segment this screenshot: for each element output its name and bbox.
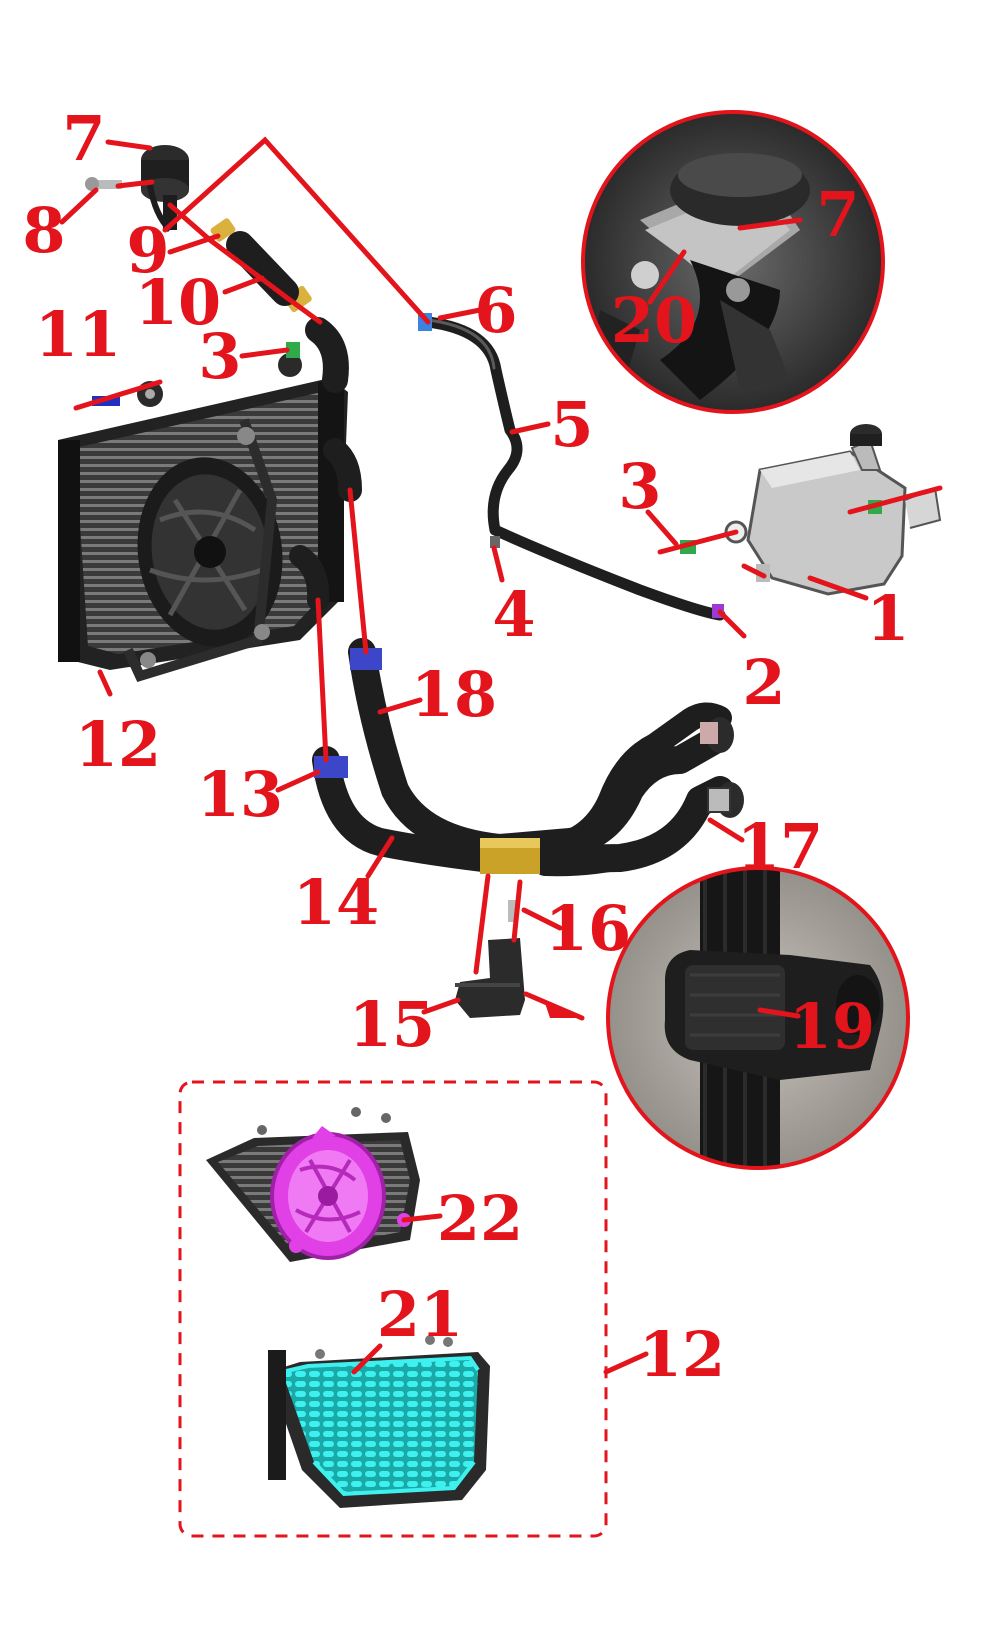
hose-bracket-15	[455, 900, 525, 1018]
callout-10-hose: 10	[135, 266, 221, 339]
cooling-fan	[123, 418, 283, 683]
callout-22-fan: 22	[437, 1182, 523, 1255]
callout-7-filler-cap: 7	[62, 102, 105, 175]
callout-12-radiator: 12	[75, 708, 161, 781]
clamp-18	[350, 648, 382, 670]
callout-6-clip: 6	[474, 274, 517, 347]
callout-labels: 7 8 9 10 11 3 6 5 3 4 1 2 12 18 13 17 14…	[22, 102, 909, 1391]
detail-photo-rubber-pad	[606, 866, 910, 1170]
leader-lines	[59, 136, 943, 1021]
callout-8-bolt: 8	[22, 194, 65, 267]
upper-radiator-hose	[305, 317, 349, 393]
callout-20-bracket: 20	[611, 284, 697, 357]
short-hose-10	[226, 231, 299, 306]
lower-hose-assembly	[312, 638, 744, 877]
detail-photo-filler-bracket	[581, 110, 885, 414]
radiator-with-fan-22	[206, 1107, 443, 1262]
left-radiator-outlet-hose	[323, 438, 362, 502]
callout-12-subassembly: 12	[639, 1318, 725, 1391]
left-lower-radiator-hose	[289, 545, 330, 611]
callout-3-grommet-radiator: 3	[198, 320, 241, 393]
callout-11-bolt: 11	[35, 298, 121, 371]
callout-2-clip: 2	[742, 646, 785, 719]
callout-1-reservoir: 1	[866, 582, 909, 655]
callout-3-grommet-reservoir: 3	[618, 450, 661, 523]
callout-13-clamp: 13	[197, 758, 283, 831]
hose-clip-4	[490, 536, 500, 548]
callout-16-bolt: 16	[545, 892, 631, 965]
grommet-3-radiator	[286, 342, 300, 358]
breather-bolt	[85, 177, 122, 191]
callout-15-bracket: 15	[349, 988, 435, 1061]
callout-17-clamp: 17	[737, 810, 823, 883]
radiator-subassembly-box	[178, 1080, 608, 1538]
callout-21-core: 21	[377, 1278, 463, 1351]
callout-5-overflow-hose: 5	[550, 388, 593, 461]
radiator-core-21	[268, 1335, 490, 1508]
callout-14-lower-hose: 14	[293, 866, 379, 939]
callout-18-hose: 18	[411, 658, 497, 731]
overflow-hose	[422, 316, 726, 621]
callout-7-detail: 7	[816, 178, 859, 251]
callout-4-clip: 4	[492, 578, 535, 651]
clamp-13	[314, 756, 348, 778]
callout-9-clamp: 9	[126, 214, 169, 287]
reservoir-tank	[724, 424, 942, 596]
callout-19-rubber-pad: 19	[789, 990, 875, 1063]
